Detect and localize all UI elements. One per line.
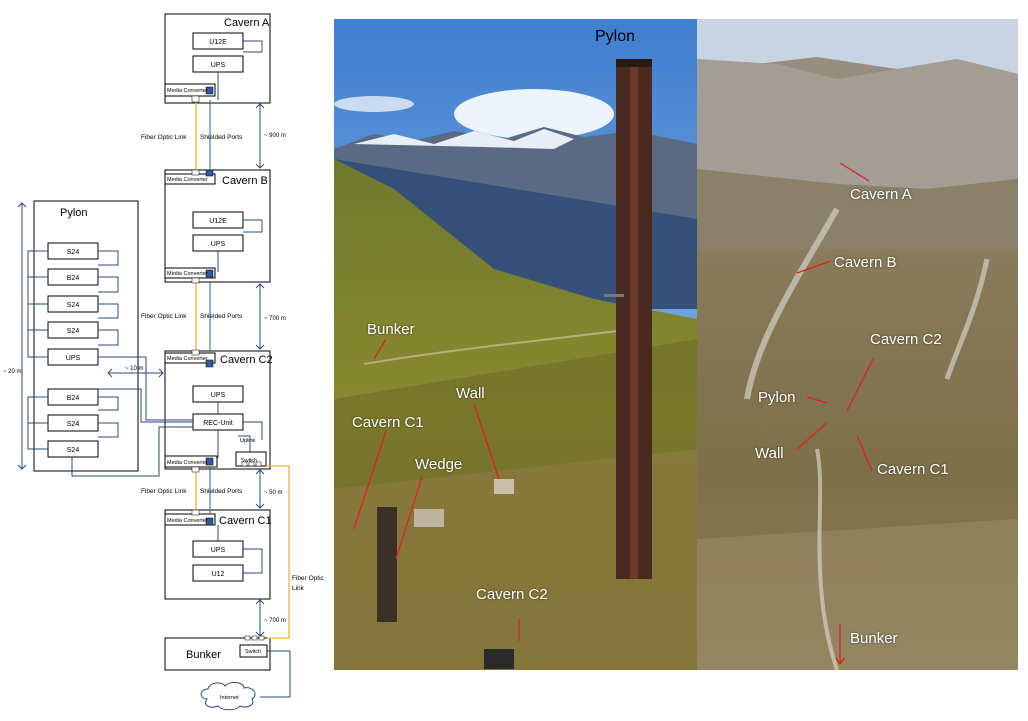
cavern-a-box [164, 13, 271, 104]
fiber-link-label-2: Fiber Optic Link [141, 313, 187, 320]
photo-right-label-cavern-c1: Cavern C1 [877, 461, 949, 478]
cavern-c2-converter-bottom [164, 455, 218, 468]
bunker-box [164, 637, 271, 671]
photo-left-annotations [353, 338, 520, 641]
photo-left-label-wedge: Wedge [415, 456, 463, 473]
distance-a-b: ~ 900 m [264, 133, 286, 139]
cavern-c2-box [164, 350, 271, 470]
cavern-a-module-1-label: U12E [209, 39, 227, 46]
shielded-ports-label-2: Shielded Ports [200, 313, 243, 320]
photo-right-label-bunker: Bunker [850, 630, 898, 647]
photo-right-label-pylon: Pylon [758, 389, 796, 406]
photo-left-label-wall: Wall [456, 385, 485, 402]
cavern-b-title: Cavern B [222, 175, 268, 187]
distance-b-c2: ~ 700 m [264, 316, 286, 322]
shielded-ports-label-1: Shielded Ports [200, 134, 243, 141]
cavern-c2-converter-bottom-label: Media Converter [167, 460, 208, 466]
cavern-c1-module-2-label: U12 [212, 571, 225, 578]
fiber-side-label-2: Link [292, 585, 305, 592]
distance-c2-c1: ~ 50 m [264, 490, 283, 496]
internet-cloud [200, 681, 256, 711]
photo-right-label-cavern-b: Cavern B [834, 254, 897, 271]
photo-left-label-cavern-c1: Cavern C1 [352, 414, 424, 431]
cavern-a-converter-label: Media Converter [167, 88, 208, 94]
pylon-title: Pylon [60, 207, 88, 219]
shielded-ports-label-3: Shielded Ports [200, 488, 243, 495]
pylon-box [33, 200, 139, 472]
cavern-a-converter [164, 83, 216, 97]
pylon-module-7-label: S24 [67, 421, 80, 428]
cavern-b-box [164, 169, 271, 283]
photo-right-label-cavern-a: Cavern A [850, 186, 912, 203]
network-diagram: Cavern A Cavern B Cavern C2 Cavern C1 Py… [3, 13, 325, 711]
cavern-c2-module-1-label: UPS [211, 392, 226, 399]
internet-label: Internet [220, 695, 239, 701]
fiber-link-label-1: Fiber Optic Link [141, 134, 187, 141]
pylon-module-5-label: UPS [66, 355, 81, 362]
pylon-module-3-label: S24 [67, 302, 80, 309]
cavern-c2-uplink-label: Uplink [240, 438, 256, 444]
cavern-c2-switch-label: Switch [241, 458, 257, 464]
photo-right-label-wall: Wall [755, 445, 784, 462]
cavern-a-title: Cavern A [224, 17, 270, 29]
cavern-c2-module-2-label: REC-Unit [203, 420, 233, 427]
cavern-b-module-1-label: U12E [209, 218, 227, 225]
bunker-title: Bunker [186, 649, 221, 661]
cavern-b-converter-top [164, 173, 216, 185]
photo-left-label-bunker: Bunker [367, 321, 415, 338]
photo-left-label-cavern-c2: Cavern C2 [476, 586, 548, 603]
cavern-c2-title: Cavern C2 [220, 354, 273, 366]
pylon-module-1-label: S24 [67, 249, 80, 256]
cavern-c2-converter-top-label: Media Converter [167, 356, 208, 362]
cavern-c1-module-1-label: UPS [211, 547, 226, 554]
photo-right-annotations [796, 162, 874, 666]
fiber-link-label-3: Fiber Optic Link [141, 488, 187, 495]
photo-valley-drawing [697, 19, 1018, 670]
photo-pylon-drawing [334, 19, 697, 670]
bunker-switch-label: Switch [245, 649, 261, 655]
cavern-b-module-2-label: UPS [211, 241, 226, 248]
cavern-c1-converter-label: Media Converter [167, 518, 208, 524]
cavern-a-module-2-label: UPS [211, 62, 226, 69]
cavern-b-converter [164, 267, 216, 279]
photo-valley-overview: Cavern A Cavern B Cavern C2 Pylon Wall C… [697, 19, 1018, 670]
distance-pylon-c2: ~ 10 m [125, 366, 144, 372]
cavern-b-converter-label: Media Converter [167, 177, 208, 183]
cavern-b-converter-bottom-label: Media Converter [167, 271, 208, 277]
pylon-module-6-label: B24 [67, 395, 80, 402]
cavern-c1-box [164, 509, 271, 600]
photo-right-label-cavern-c2: Cavern C2 [870, 331, 942, 348]
cavern-c1-converter [164, 513, 216, 526]
distance-pylon-height: ~ 20 m [3, 369, 22, 375]
photo-pylon-view: Pylon Bunker Wall Cavern C1 Wedge Cavern… [334, 19, 697, 670]
cavern-c1-title: Cavern C1 [219, 515, 272, 527]
distance-c1-bunker: ~ 700 m [264, 618, 286, 624]
photo-left-label-pylon: Pylon [595, 28, 636, 45]
pylon-module-4-label: S24 [67, 328, 80, 335]
cavern-c2-converter-top [164, 352, 216, 364]
fiber-side-label-1: Fiber Optic [292, 575, 325, 582]
pylon-module-2-label: B24 [67, 275, 80, 282]
pylon-module-8-label: S24 [67, 447, 80, 454]
